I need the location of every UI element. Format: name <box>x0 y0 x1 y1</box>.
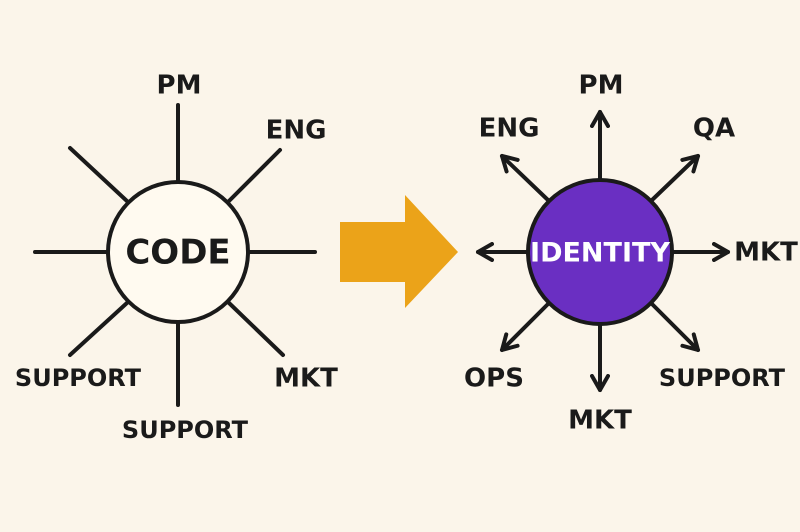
label-support-bottom: SUPPORT <box>122 416 249 444</box>
code-circle <box>106 180 250 324</box>
spoke-bottom-right <box>226 300 285 357</box>
label-mkt-right: MKT <box>734 238 798 268</box>
label-mkt-bottom: MKT <box>568 406 632 436</box>
label-support-right: SUPPORT <box>659 364 786 392</box>
arrow-bottom-right <box>649 301 700 352</box>
label-pm-left: PM <box>157 71 202 101</box>
identity-circle <box>526 178 674 326</box>
spoke-top-right <box>226 148 282 204</box>
arrow-bottom-left <box>500 301 551 352</box>
label-support-left: SUPPORT <box>15 364 142 392</box>
transition-arrow-icon <box>340 195 458 308</box>
arrow-top-right <box>649 154 700 203</box>
label-eng-right: ENG <box>479 114 540 144</box>
spoke-bottom-left <box>68 300 130 357</box>
arrow-top-left <box>500 154 551 203</box>
spoke-top-left <box>68 146 130 204</box>
label-ops: OPS <box>464 364 524 394</box>
label-mkt-left: MKT <box>274 364 338 394</box>
identity-arrows <box>476 110 730 392</box>
label-pm-right: PM <box>579 71 624 101</box>
label-qa: QA <box>693 114 735 144</box>
label-eng-left: ENG <box>266 116 327 146</box>
code-spokes <box>33 103 317 407</box>
identity-label: IDENTITY <box>530 238 670 269</box>
code-label: CODE <box>125 233 230 273</box>
